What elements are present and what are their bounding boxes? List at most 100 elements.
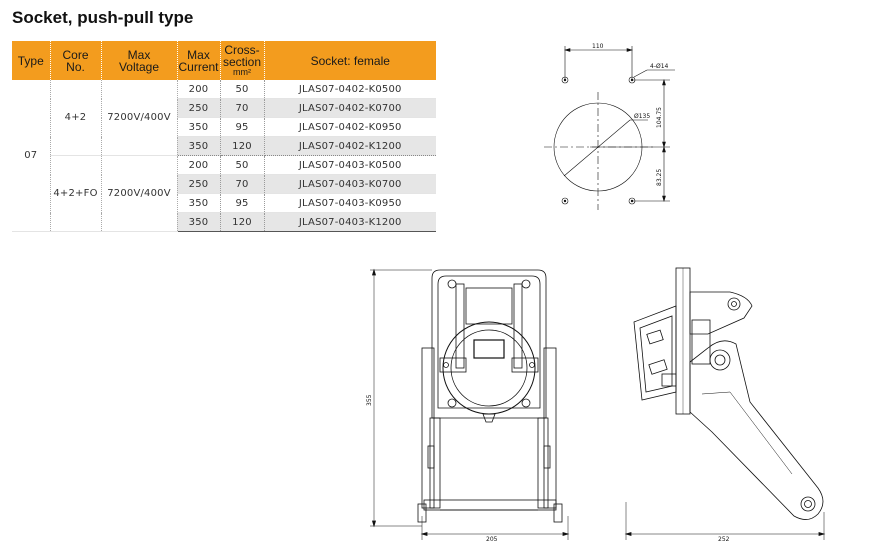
cell-socket: JLAS07-0403-K0700 xyxy=(264,174,436,194)
dim-arrow xyxy=(371,268,377,276)
mounting-hole xyxy=(628,197,636,205)
plate-hole xyxy=(447,398,457,408)
cell-section: 95 xyxy=(220,117,265,137)
foot xyxy=(417,503,427,523)
cell-voltage: 7200V/400V xyxy=(101,155,178,232)
cell-socket: JLAS07-0403-K0950 xyxy=(264,193,436,213)
cell-section: 70 xyxy=(220,174,265,194)
dim-side-width-label: 252 xyxy=(718,536,730,543)
header-type-label: Type xyxy=(17,53,44,68)
plate-hole xyxy=(521,398,531,408)
dim-front-width-label: 205 xyxy=(486,536,498,543)
header-section-unit: mm² xyxy=(233,67,251,77)
dim-width-label: 110 xyxy=(592,43,604,50)
dim-arrow xyxy=(562,531,570,537)
hinge-pin xyxy=(727,297,741,311)
cell-current: 350 xyxy=(177,136,221,156)
cell-current: 250 xyxy=(177,174,221,194)
lever-end-hole xyxy=(800,496,816,512)
cell-section: 70 xyxy=(220,98,265,118)
front-view-drawing: 355 205 xyxy=(366,268,570,543)
flange-dimension-drawing: 110 4-Ø14 Ø135 104.75 83.25 xyxy=(544,43,675,210)
base-bar xyxy=(423,499,557,511)
dim-holes-label: 4-Ø14 xyxy=(650,63,669,70)
support-leg xyxy=(421,347,435,509)
hinge-arm xyxy=(513,283,523,369)
cell-socket: JLAS07-0403-K0500 xyxy=(264,155,436,175)
plate-hole xyxy=(521,279,531,289)
hinge-arm xyxy=(455,283,465,369)
dim-arrow xyxy=(818,531,826,537)
cell-section: 95 xyxy=(220,193,265,213)
dim-arrow xyxy=(662,78,666,86)
dim-diameter-label: Ø135 xyxy=(634,113,650,120)
cell-current: 200 xyxy=(177,80,221,99)
diameter-leader xyxy=(563,119,631,177)
dim-arrow xyxy=(624,531,632,537)
header-socket: Socket: female xyxy=(264,41,436,80)
dim-height-label: 355 xyxy=(366,394,373,406)
header-section-label: Cross-section xyxy=(222,43,262,69)
support-leg xyxy=(543,347,557,509)
cell-socket: JLAS07-0403-K1200 xyxy=(264,212,436,232)
cell-section: 120 xyxy=(220,212,265,232)
dim-arrow xyxy=(662,141,666,149)
cell-core: 4+2+FO xyxy=(50,155,102,232)
cell-socket: JLAS07-0402-K0950 xyxy=(264,117,436,137)
cell-type: 07 xyxy=(12,80,51,232)
dim-arrow xyxy=(662,195,666,203)
mounting-hole xyxy=(561,76,569,84)
cell-socket: JLAS07-0402-K1200 xyxy=(264,136,436,156)
header-socket-label: Socket: female xyxy=(310,53,390,68)
dim-arrow xyxy=(371,520,377,528)
socket-body xyxy=(633,305,677,401)
dim-upper-label: 104.75 xyxy=(656,107,663,128)
cell-section: 120 xyxy=(220,136,265,156)
cell-current: 350 xyxy=(177,193,221,213)
nameplate xyxy=(473,339,505,359)
mounting-hole xyxy=(628,76,636,84)
hinge-bracket xyxy=(689,291,753,335)
header-type: Type xyxy=(12,41,51,80)
cell-section: 50 xyxy=(220,80,265,99)
side-view-drawing: 252 xyxy=(624,267,826,543)
latch xyxy=(439,357,467,373)
cell-socket: JLAS07-0402-K0700 xyxy=(264,98,436,118)
cell-socket: JLAS07-0402-K0500 xyxy=(264,80,436,99)
mounting-hole xyxy=(561,197,569,205)
mounting-plate xyxy=(431,269,547,419)
dim-arrow xyxy=(420,531,428,537)
cell-core: 4+2 xyxy=(50,80,102,156)
dim-arrow xyxy=(662,145,666,153)
cell-current: 200 xyxy=(177,155,221,175)
plate-hole xyxy=(447,279,457,289)
dim-arrow xyxy=(626,48,634,52)
lever-boss xyxy=(709,349,731,371)
cell-current: 250 xyxy=(177,98,221,118)
page-title: Socket, push-pull type xyxy=(12,8,194,27)
foot xyxy=(553,503,563,523)
cell-section: 50 xyxy=(220,155,265,175)
hole-leader xyxy=(633,69,648,78)
cell-current: 350 xyxy=(177,117,221,137)
dim-lower-label: 83.25 xyxy=(656,169,663,186)
cell-voltage: 7200V/400V xyxy=(101,80,178,156)
latch xyxy=(511,357,539,373)
